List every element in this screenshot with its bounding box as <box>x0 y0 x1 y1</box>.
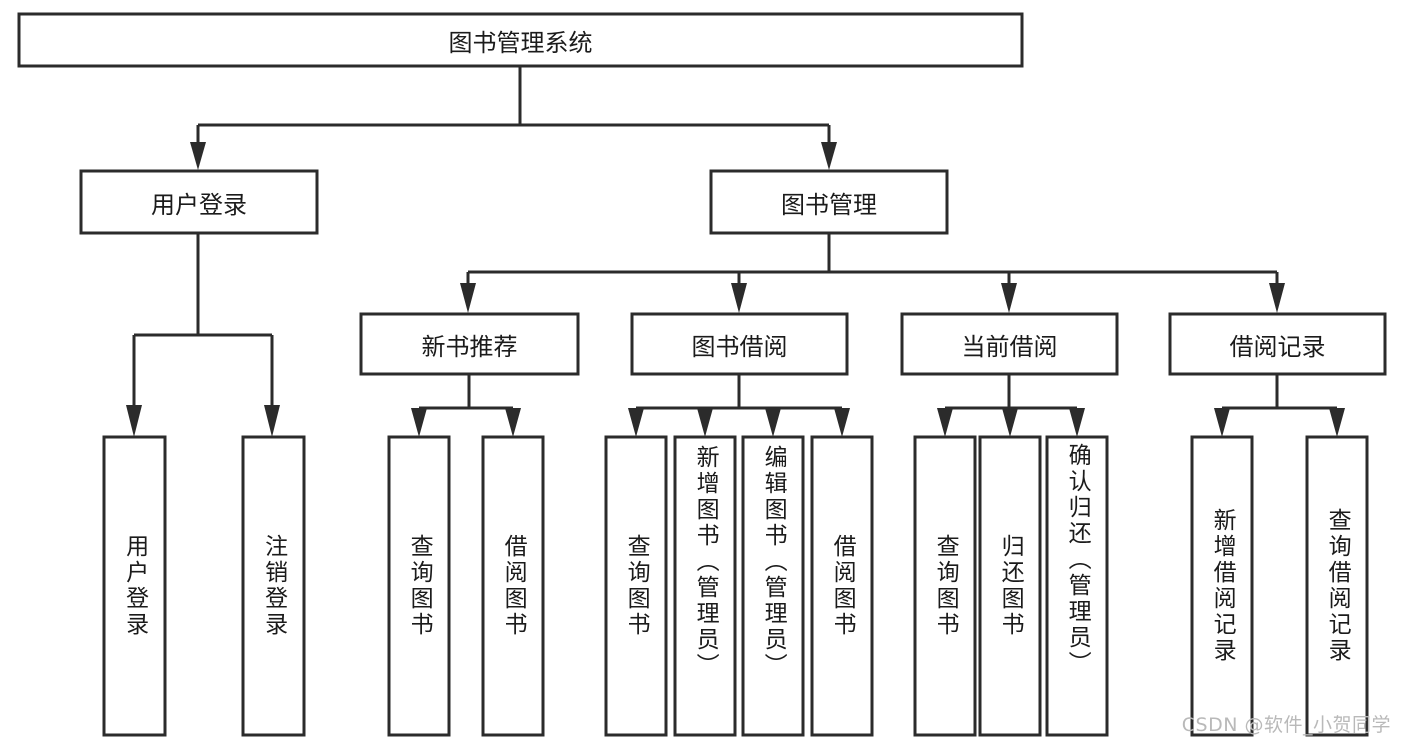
arrowhead-new-book-child-1 <box>411 408 427 437</box>
node-box-leaf-record-2[interactable] <box>1305 435 1369 737</box>
arrowhead-current-child-2 <box>1002 408 1018 437</box>
node-box-leaf-current-1[interactable] <box>913 435 977 737</box>
arrowhead-user-login-child-2 <box>264 405 280 437</box>
node-box-leaf-borrow-3[interactable] <box>741 435 805 737</box>
arrowhead-record <box>1269 283 1285 313</box>
arrowhead-current-child-3 <box>1069 408 1085 437</box>
node-box-leaf-current-3[interactable] <box>1045 435 1109 737</box>
node-box-current-borrow[interactable] <box>900 312 1119 376</box>
arrowhead-borrow-child-2 <box>697 408 713 437</box>
arrowhead-current-child-1 <box>937 408 953 437</box>
node-box-root[interactable] <box>17 12 1024 68</box>
node-box-leaf-current-2[interactable] <box>978 435 1042 737</box>
node-box-leaf-borrow-1[interactable] <box>604 435 668 737</box>
arrowhead-user-login <box>190 142 206 170</box>
node-box-new-book-recommend[interactable] <box>359 312 580 376</box>
node-box-leaf-borrow-2[interactable] <box>673 435 737 737</box>
node-box-group <box>17 12 1387 737</box>
arrowhead-borrow-child-3 <box>765 408 781 437</box>
arrowhead-group <box>126 142 1345 437</box>
arrowhead-borrow <box>731 283 747 313</box>
arrowhead-book-mgmt <box>821 142 837 170</box>
node-box-user-login[interactable] <box>79 169 319 235</box>
arrowhead-new-book-child-2 <box>505 408 521 437</box>
arrowhead-record-child-1 <box>1214 408 1230 437</box>
node-box-leaf-borrow-4[interactable] <box>810 435 874 737</box>
arrowhead-user-login-child-1 <box>126 405 142 437</box>
node-box-leaf-user-login-1[interactable] <box>102 435 167 737</box>
arrowhead-new-book <box>460 283 476 313</box>
node-box-leaf-new-book-2[interactable] <box>481 435 545 737</box>
arrowhead-record-child-2 <box>1329 408 1345 437</box>
node-box-book-management[interactable] <box>709 169 949 235</box>
node-box-borrow-record[interactable] <box>1168 312 1387 376</box>
arrowhead-current <box>1001 283 1017 313</box>
node-box-leaf-record-1[interactable] <box>1190 435 1254 737</box>
arrowhead-borrow-child-1 <box>628 408 644 437</box>
node-box-book-borrow[interactable] <box>630 312 849 376</box>
node-box-leaf-user-login-2[interactable] <box>241 435 306 737</box>
node-box-leaf-new-book-1[interactable] <box>387 435 451 737</box>
arrowhead-borrow-child-4 <box>834 408 850 437</box>
